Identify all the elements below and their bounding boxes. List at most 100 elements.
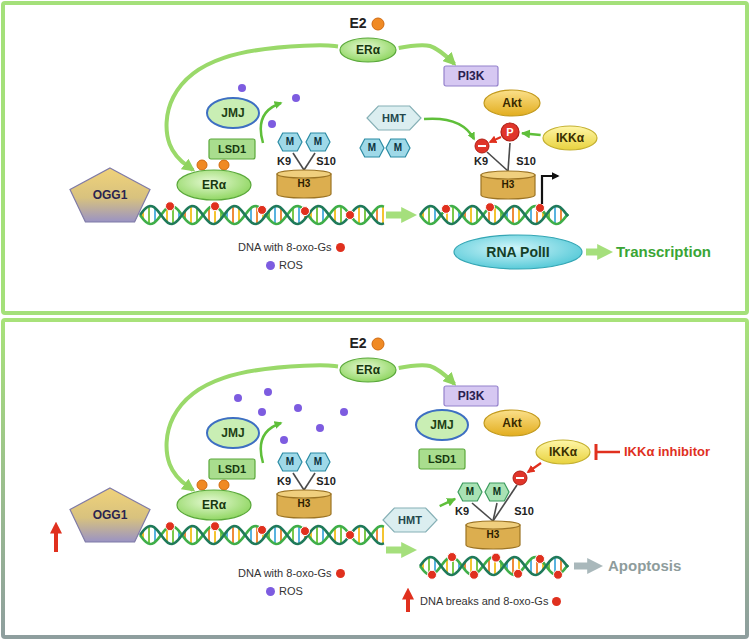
minus-circle xyxy=(513,471,527,485)
node-label: Akt xyxy=(502,417,521,429)
node-outline xyxy=(340,358,396,382)
node-label: M xyxy=(368,143,376,153)
node-label: OGG1 xyxy=(93,509,128,521)
dna-helix xyxy=(140,522,384,544)
process-arrow xyxy=(386,547,406,554)
legend-item: ROS xyxy=(262,259,303,271)
base-pair xyxy=(340,206,342,224)
legend-label: DNA with 8-oxo-Gs xyxy=(238,567,332,579)
node-label: H3 xyxy=(298,499,311,509)
legend-label: ROS xyxy=(279,585,303,597)
demethylase-oval: JMJ xyxy=(415,409,469,441)
ros-dot xyxy=(294,404,302,412)
residue-label: S10 xyxy=(316,475,336,487)
base-pair xyxy=(358,526,360,544)
minus-bar xyxy=(516,477,524,479)
methyl-mark: M xyxy=(277,132,303,152)
node-label: ERα xyxy=(356,364,380,376)
inhibition-arrow xyxy=(528,463,541,472)
methyltransferase-hexagon: HMT xyxy=(366,105,422,131)
node-outline xyxy=(454,235,582,269)
node-outline xyxy=(383,508,437,532)
kinase-oval: Akt xyxy=(483,89,541,117)
oxo-g-dot xyxy=(514,569,523,578)
kinase-oval: IKKα xyxy=(542,125,598,151)
residue-label: K9 xyxy=(474,155,488,167)
receptor-oval: ERα xyxy=(176,169,252,201)
arrow-connector xyxy=(399,45,455,64)
legend-item: DNA with 8-oxo-Gs xyxy=(238,241,349,253)
dna-helix xyxy=(420,553,568,580)
arrow-connector xyxy=(167,365,338,490)
oxo-g-dot xyxy=(536,554,545,563)
estrogen-dot xyxy=(197,160,207,170)
node-label: HMT xyxy=(398,515,422,526)
histone-cylinder: H3 xyxy=(465,520,521,550)
estrogen-dot xyxy=(372,338,384,350)
node-outline xyxy=(209,459,255,479)
kinase-oval: Akt xyxy=(483,409,541,437)
legend-item: ROS xyxy=(262,585,303,597)
node-outline xyxy=(416,410,468,440)
node-outline xyxy=(278,453,302,471)
histone-tail xyxy=(293,473,304,490)
base-pair xyxy=(232,206,234,224)
receptor-oval: ERα xyxy=(176,489,252,521)
node-label: JMJ xyxy=(221,427,244,439)
estrogen-dot xyxy=(219,160,229,170)
ligand-label: E2 xyxy=(349,16,366,31)
node-outline xyxy=(207,418,259,448)
methyltransferase-hexagon: HMT xyxy=(382,507,438,533)
histone-tail xyxy=(293,153,304,170)
ligand-label: E2 xyxy=(349,336,366,351)
node-label: ERα xyxy=(202,179,226,191)
node-outline xyxy=(484,90,540,116)
loop-arrow xyxy=(261,423,281,463)
oxo-g-dot xyxy=(492,553,501,562)
methyl-mark: M xyxy=(457,482,483,502)
oxo-g-dot xyxy=(554,570,563,579)
kinase-box: PI3K xyxy=(443,65,499,87)
ros-dot xyxy=(280,436,288,444)
base-pair xyxy=(512,206,514,224)
node-outline xyxy=(484,410,540,436)
inhibition-arrow xyxy=(490,137,501,142)
node-outline xyxy=(419,449,465,469)
repair-enzyme-pentagon: OGG1 xyxy=(69,167,151,223)
node-label: M xyxy=(466,487,474,497)
node-label: H3 xyxy=(298,179,311,189)
oxo-g-dot xyxy=(448,553,457,562)
legend-label: DNA with 8-oxo-Gs xyxy=(238,241,332,253)
inhibited-site xyxy=(475,139,489,153)
process-arrow xyxy=(386,212,406,219)
node-outline xyxy=(306,133,330,151)
node-label: H3 xyxy=(487,530,500,540)
demethylase-oval: JMJ xyxy=(206,97,260,129)
dna-strand xyxy=(140,206,384,224)
node-label: JMJ xyxy=(221,107,244,119)
base-pair xyxy=(428,206,430,224)
estrogen-dot xyxy=(372,18,384,30)
methyl-mark: M xyxy=(385,138,411,158)
inhibitor-bar xyxy=(595,444,598,460)
histone-tail xyxy=(304,473,315,490)
base-pair xyxy=(190,526,192,544)
oxo-g-dot xyxy=(166,202,175,211)
increase-arrow xyxy=(54,530,58,552)
methyl-mark: M xyxy=(305,452,331,472)
node-label: HMT xyxy=(382,113,406,124)
base-pair xyxy=(316,206,318,224)
base-pair xyxy=(316,526,318,544)
node-outline xyxy=(458,483,482,501)
base-pair xyxy=(298,206,300,224)
ros-dot xyxy=(234,394,242,402)
node-label: OGG1 xyxy=(93,189,128,201)
node-label: M xyxy=(314,137,322,147)
oxo-g-dot xyxy=(486,203,495,212)
inhibitor-label: IKKα inhibitor xyxy=(624,445,710,459)
phospho-mark: P xyxy=(500,122,520,142)
node-outline xyxy=(277,170,331,178)
legend-swatch xyxy=(336,569,345,578)
